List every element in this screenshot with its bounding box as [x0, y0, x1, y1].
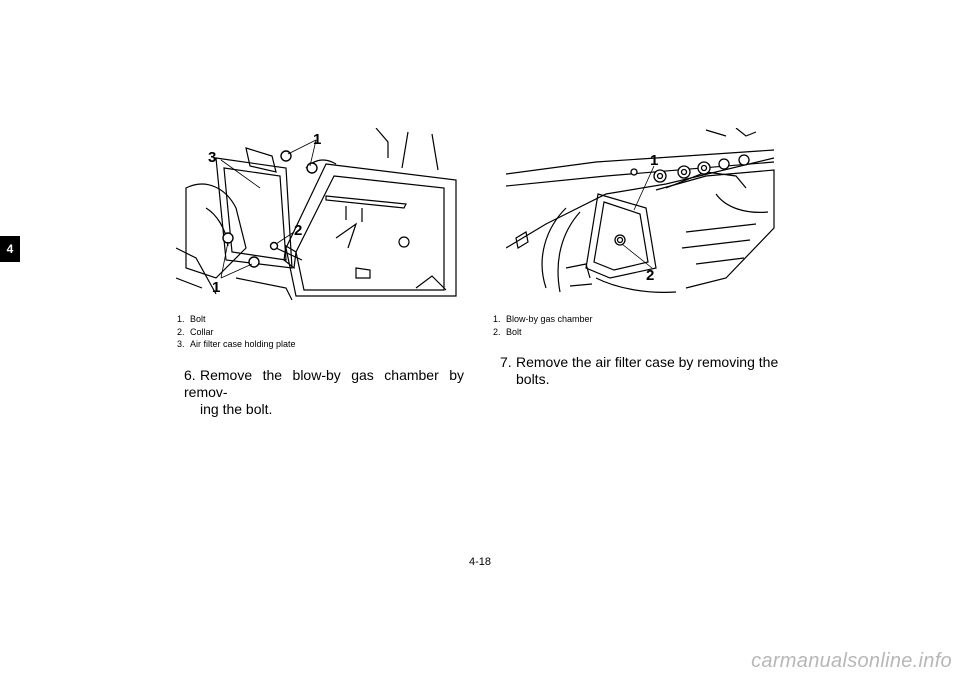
watermark: carmanualsonline.info	[751, 650, 952, 672]
step-number: 6.	[184, 367, 196, 383]
legend-text: Blow-by gas chamber	[506, 314, 593, 324]
step-text-line2: ing the bolt.	[200, 401, 273, 417]
callout-1: 1	[650, 152, 658, 169]
legend-item: 2. Collar	[177, 326, 296, 339]
step-number: 7.	[500, 354, 512, 370]
callout-2: 2	[294, 222, 302, 239]
callout-1-bottom: 1	[212, 279, 220, 296]
page-number: 4-18	[468, 556, 492, 568]
legend-item: 1. Bolt	[177, 313, 296, 326]
step-text-line2: bolts.	[516, 371, 550, 387]
callout-3: 3	[208, 149, 216, 166]
step-text-line1: Remove the air filter case by removing t…	[516, 354, 779, 370]
legend-item: 3. Air filter case holding plate	[177, 338, 296, 351]
blow-by-gas-chamber-drawing: 1 2	[506, 128, 775, 293]
callout-2: 2	[646, 267, 654, 284]
left-illustration: 1 3 2 1	[176, 128, 462, 302]
legend-number: 2.	[493, 326, 501, 337]
legend-number: 1.	[493, 314, 501, 324]
legend-item: 2. Bolt	[493, 326, 593, 339]
legend-item: 1. Blow-by gas chamber	[493, 313, 593, 326]
legend-text: Collar	[190, 326, 214, 337]
legend-text: Bolt	[190, 314, 206, 324]
legend-text: Bolt	[506, 326, 522, 337]
step-6: 6.Remove the blow-by gas chamber by remo…	[184, 367, 464, 418]
step-7: 7.Remove the air filter case by removing…	[500, 354, 782, 388]
left-figure-legend: 1. Bolt 2. Collar 3. Air filter case holdin…	[177, 313, 296, 351]
air-filter-case-drawing: 1 3 2 1	[176, 128, 457, 301]
step-text-line1: Remove the blow-by gas chamber by remov-	[184, 367, 464, 400]
legend-number: 3.	[177, 339, 185, 349]
right-figure-legend: 1. Blow-by gas chamber 2. Bolt	[493, 313, 593, 338]
legend-number: 2.	[177, 326, 185, 337]
callout-1-top: 1	[313, 131, 321, 148]
right-illustration: 1 2	[506, 128, 776, 302]
legend-text: Air filter case holding plate	[190, 339, 296, 349]
legend-number: 1.	[177, 314, 185, 324]
chapter-tab: 4	[0, 236, 20, 262]
